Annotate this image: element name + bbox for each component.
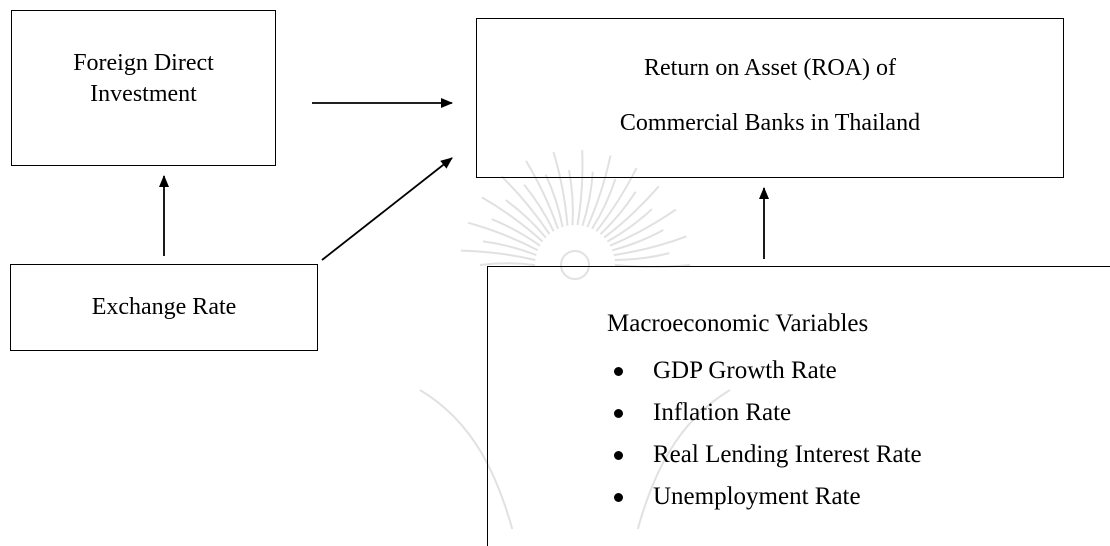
macro-variable-item: Inflation Rate (614, 392, 922, 434)
fdi-node: Foreign Direct Investment (11, 10, 276, 166)
fdi-label-line-1: Foreign Direct (73, 50, 214, 77)
arrow-exchange-to-roa (321, 157, 453, 261)
roa-label-line-2: Commercial Banks in Thailand (619, 110, 921, 136)
fdi-label-line-2: Investment (90, 81, 197, 107)
exchange-rate-node: Exchange Rate (10, 264, 318, 351)
macro-variables-title: Macroeconomic Variables (607, 310, 869, 337)
roa-node: Return on Asset (ROA) of Commercial Bank… (476, 18, 1064, 178)
diagram-arrows (159, 98, 769, 261)
macro-variable-label: GDP Growth Rate (653, 357, 837, 384)
roa-label-line-1: Return on Asset (ROA) of (644, 55, 896, 81)
macro-variable-item: Unemployment Rate (614, 476, 922, 518)
macro-variable-label: Real Lending Interest Rate (653, 441, 922, 468)
macro-variable-item: Real Lending Interest Rate (614, 434, 922, 476)
macro-variable-label: Inflation Rate (653, 399, 792, 426)
macro-variables-list: GDP Growth Rate Inflation Rate Real Lend… (614, 350, 922, 518)
macro-variables-node: Macroeconomic Variables GDP Growth Rate … (487, 266, 1110, 546)
bullet-icon (614, 450, 623, 460)
fdi-label: Foreign Direct Investment (39, 48, 249, 109)
macro-variable-item: GDP Growth Rate (614, 350, 922, 392)
exchange-rate-label: Exchange Rate (91, 294, 237, 320)
bullet-icon (614, 492, 623, 502)
bullet-icon (614, 366, 623, 376)
macro-variable-label: Unemployment Rate (653, 483, 861, 510)
bullet-icon (614, 408, 623, 418)
